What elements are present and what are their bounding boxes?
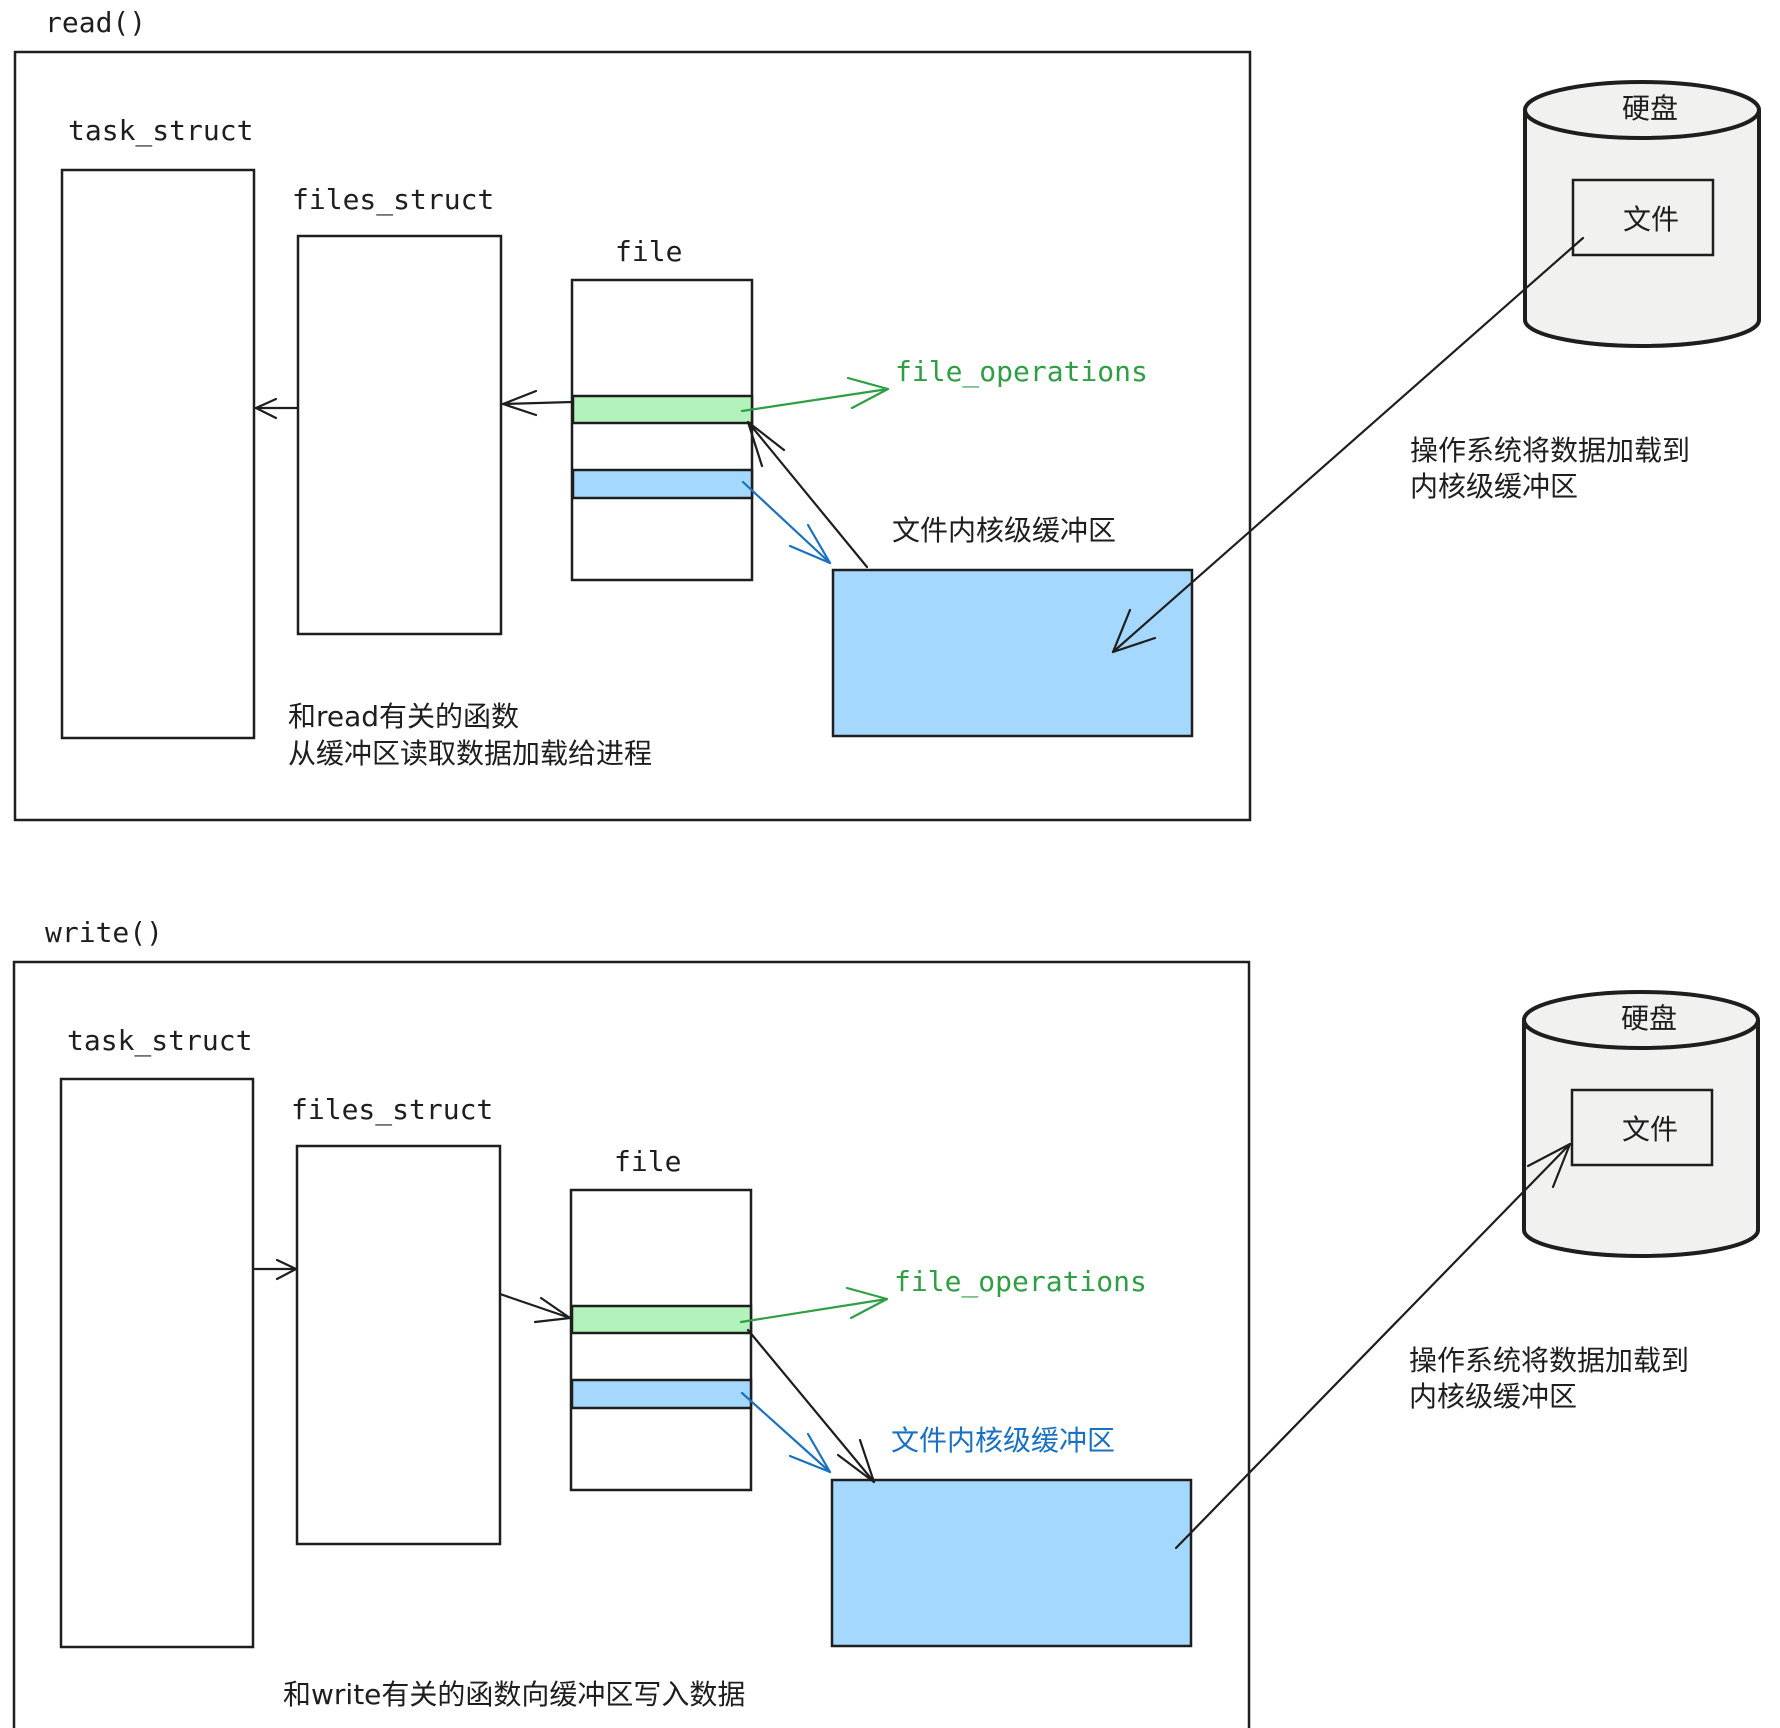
read-files-struct-box [296, 234, 503, 636]
write-files-struct-to-file-arrowhead [533, 1296, 572, 1324]
write-buffer-to-disk-arrowhead [1526, 1142, 1572, 1189]
write-buffer-slot [570, 1378, 753, 1410]
read-title: read() [45, 6, 146, 39]
read-file-box [570, 278, 754, 582]
write-files-struct-box [295, 1144, 502, 1546]
write-file-operations-label: file_operations [894, 1265, 1147, 1299]
write-file-label: file [614, 1145, 681, 1178]
write-kernel-buffer-label: 文件内核级缓冲区 [891, 1424, 1115, 1457]
write-task-struct-label: task_struct [67, 1024, 252, 1058]
read-disk-file-label: 文件 [1623, 203, 1679, 236]
read-file-to-files-struct-arrowhead [501, 389, 538, 417]
read-disk-cylinder [1523, 80, 1761, 348]
read-note-line2: 从缓冲区读取数据加载给进程 [288, 737, 652, 770]
write-os-note-line1: 操作系统将数据加载到 [1409, 1344, 1689, 1377]
read-file-ops-arrow [740, 387, 890, 413]
write-note-line1: 和write有关的函数向缓冲区写入数据 [283, 1678, 745, 1711]
write-os-note-line2: 内核级缓冲区 [1409, 1380, 1577, 1413]
read-os-note-line2: 内核级缓冲区 [1410, 470, 1578, 503]
read-buffer-slot-arrow [741, 480, 832, 565]
write-buffer-slot-arrowhead [788, 1432, 832, 1474]
read-file-operations-label: file_operations [895, 355, 1148, 389]
read-files-struct-label: files_struct [292, 183, 494, 217]
write-task-struct-box [59, 1077, 255, 1649]
write-file-ops-arrow [739, 1297, 889, 1324]
read-disk-to-buffer-arrow [1111, 236, 1585, 654]
read-buffer-slot-arrowhead [788, 523, 832, 565]
write-files-struct-to-file-arrow [498, 1292, 572, 1320]
read-note-line1: 和read有关的函数 [288, 700, 519, 733]
write-file-to-buffer-arrowhead [836, 1438, 876, 1484]
read-buffer-slot [571, 468, 754, 500]
read-file-ops-slot [571, 394, 754, 425]
read-os-note-line1: 操作系统将数据加载到 [1410, 434, 1690, 467]
read-kernel-buffer-box [831, 568, 1194, 738]
read-disk-label: 硬盘 [1622, 92, 1678, 125]
read-task-struct-box [60, 168, 256, 740]
write-task-to-files-struct-arrowhead [275, 1258, 298, 1281]
write-disk-file-label: 文件 [1622, 1113, 1678, 1146]
write-file-ops-slot [570, 1304, 753, 1335]
read-disk-file-box [1571, 178, 1715, 257]
write-file-ops-arrowhead [845, 1286, 889, 1320]
write-file-to-buffer-arrow [746, 1328, 876, 1484]
write-buffer-to-disk-arrow [1174, 1142, 1572, 1550]
read-file-label: file [615, 235, 682, 268]
read-panel-frame [13, 50, 1252, 822]
write-buffer-slot-arrow [740, 1391, 832, 1474]
read-disk-to-buffer-arrowhead [1111, 608, 1157, 654]
read-file-ops-arrowhead [846, 376, 890, 410]
write-title: write() [45, 916, 163, 949]
read-files-struct-to-task-arrowhead [254, 397, 278, 420]
write-disk-cylinder [1522, 990, 1760, 1258]
write-disk-label: 硬盘 [1621, 1002, 1677, 1035]
write-kernel-buffer-box [830, 1478, 1193, 1648]
read-file-to-files-struct-arrow [501, 400, 574, 406]
write-panel-frame [12, 960, 1251, 1728]
write-disk-file-box [1570, 1088, 1714, 1167]
read-buffer-to-file-arrowhead [746, 420, 786, 468]
read-kernel-buffer-label: 文件内核级缓冲区 [892, 514, 1116, 547]
write-file-box [569, 1188, 753, 1492]
write-files-struct-label: files_struct [291, 1093, 493, 1127]
read-task-struct-label: task_struct [68, 114, 253, 148]
read-buffer-to-file-arrow [746, 420, 869, 569]
